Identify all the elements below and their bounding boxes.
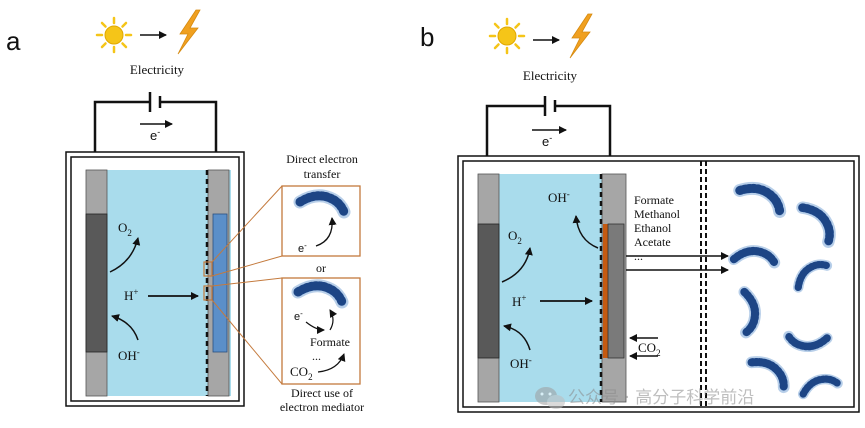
circuit-wire-left xyxy=(93,100,150,170)
oh-top-label: OH- xyxy=(548,189,570,205)
circuit-wire-right xyxy=(555,104,612,176)
anode xyxy=(477,223,500,359)
o2-label: O2 xyxy=(118,220,132,238)
lightning-icon xyxy=(177,9,201,55)
inset-electron-arrow xyxy=(315,217,337,247)
product-ethanol: Ethanol xyxy=(634,221,672,235)
oh-arrow xyxy=(111,314,139,341)
wechat-icon xyxy=(535,387,565,409)
hplus-label: H+ xyxy=(124,287,138,303)
panel-a: a Electricity e- O2 H+ OH- xyxy=(6,9,364,414)
anode xyxy=(85,213,108,353)
electricity-label: Electricity xyxy=(130,62,185,77)
watermark: 公众号 · 高分子科学前沿 xyxy=(535,387,754,409)
formate-label: Formate xyxy=(310,335,350,349)
mediator-electron-label: e- xyxy=(294,309,303,323)
o2-label: O2 xyxy=(508,228,522,246)
cathode xyxy=(607,223,625,359)
oh-release-arrow xyxy=(572,215,599,249)
co2-label: CO2 xyxy=(638,340,661,358)
panel-b-label: b xyxy=(420,22,434,52)
cathode-catalyst xyxy=(603,224,608,358)
formate-uptake-arrow xyxy=(329,309,338,331)
zoom-region-top xyxy=(203,261,213,277)
direct-transfer-title-1: Direct electron xyxy=(286,152,358,166)
direct-transfer-title-2: transfer xyxy=(304,167,341,181)
electron-label: e- xyxy=(150,127,160,143)
co2-label: CO2 xyxy=(290,364,313,382)
oh-bottom-label: OH- xyxy=(510,355,532,371)
cathode-biofilm xyxy=(212,213,228,353)
oh-label: OH- xyxy=(118,347,140,363)
zoom-line xyxy=(211,255,283,277)
product-acetate: Acetate xyxy=(634,235,671,249)
sun-icon xyxy=(488,17,526,55)
circuit-wire-left xyxy=(485,104,545,176)
lightning-icon xyxy=(569,13,593,59)
oh-arrow xyxy=(503,323,531,351)
zoom-line xyxy=(211,277,283,287)
zoom-line xyxy=(211,185,283,263)
or-label: or xyxy=(316,261,326,275)
watermark-text: 公众号 · 高分子科学前沿 xyxy=(568,388,754,408)
inset-electron-label: e- xyxy=(298,241,307,255)
panel-b: b Electricity e- OH- O2 H+ OH- Formate M… xyxy=(420,13,860,413)
mediator-electron-arrow xyxy=(305,321,325,334)
electricity-label: Electricity xyxy=(523,68,578,83)
ellipsis-label: ... xyxy=(312,349,321,363)
mediator-title-1: Direct use of xyxy=(291,386,353,400)
panel-a-label: a xyxy=(6,26,21,56)
mediator-title-2: electron mediator xyxy=(280,400,364,414)
o2-evolution-arrow xyxy=(501,247,533,283)
product-methanol: Methanol xyxy=(634,207,681,221)
product-formate: Formate xyxy=(634,193,674,207)
co2-reduction-arrow xyxy=(317,353,346,373)
circuit-wire-right xyxy=(160,100,218,170)
zoom-line xyxy=(211,299,283,385)
electron-label: e- xyxy=(542,133,552,149)
hplus-label: H+ xyxy=(512,293,526,309)
o2-evolution-arrow xyxy=(109,237,141,273)
sun-icon xyxy=(95,16,133,54)
zoom-region-bottom xyxy=(203,285,213,301)
